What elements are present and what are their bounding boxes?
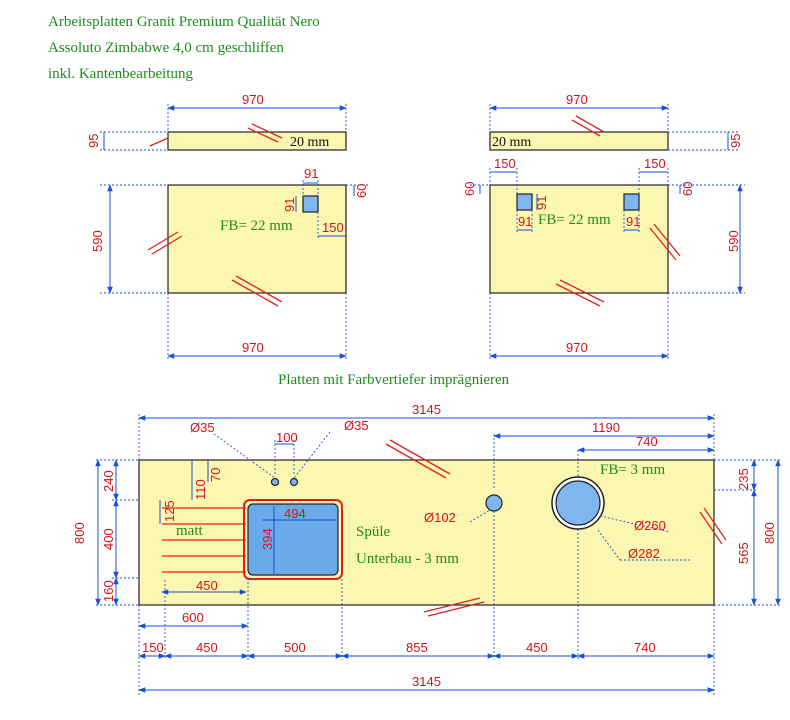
impregnation-note: Platten mit Farbvertiefer imprägnieren xyxy=(278,372,510,388)
left-thickness: 20 mm xyxy=(290,135,329,150)
header-line-2: Assoluto Zimbabwe 4,0 cm geschliffen xyxy=(48,40,284,56)
right-left-offset: 150 xyxy=(494,156,516,171)
right-hole1-width: 91 xyxy=(518,214,532,229)
right-right-offset: 150 xyxy=(644,156,666,171)
sink-label-1: Spüle xyxy=(356,524,391,540)
hole-282-dia: Ø282 xyxy=(628,546,660,561)
tap-hole-spacing: 100 xyxy=(276,430,298,445)
right-edge-view xyxy=(489,131,669,151)
groove-length: 450 xyxy=(196,578,218,593)
sink-width: 494 xyxy=(284,506,306,521)
right-part: 970 95 20 mm FB= 22 mm 150 150 60 60 91 … xyxy=(462,92,745,360)
sink-cutout xyxy=(247,503,339,576)
sink-outline xyxy=(243,499,343,580)
right-cutout-1 xyxy=(516,193,533,211)
left-cutout xyxy=(302,195,319,213)
tap-hole-right-dia: Ø35 xyxy=(344,418,369,433)
dim-800-right: 800 xyxy=(762,522,777,544)
right-hole1-height: 91 xyxy=(534,196,549,210)
dim-800-left: 800 xyxy=(72,522,87,544)
bottom-dim-4: 855 xyxy=(406,640,428,655)
hole-260-dia: Ø260 xyxy=(634,518,666,533)
sink-height: 394 xyxy=(260,528,275,550)
left-hole-right-offset: 150 xyxy=(322,220,344,235)
left-plan-height: 590 xyxy=(90,230,105,252)
dim-240: 240 xyxy=(101,470,116,492)
right-hole2-width: 91 xyxy=(626,214,640,229)
left-hole-top-offset: 60 xyxy=(354,184,369,198)
tap-hole-left xyxy=(270,477,280,487)
right-top-width: 970 xyxy=(566,92,588,107)
right-thickness: 20 mm xyxy=(492,135,531,150)
right-top-height: 95 xyxy=(728,134,743,148)
header-line-3: inkl. Kantenbearbeitung xyxy=(48,66,193,82)
dim-110: 110 xyxy=(193,479,208,500)
right-fb-label: FB= 22 mm xyxy=(538,212,611,228)
tap-hole-right xyxy=(289,477,299,487)
bottom-dim-3: 500 xyxy=(284,640,306,655)
bottom-dim-5: 450 xyxy=(526,640,548,655)
dim-400: 400 xyxy=(101,528,116,550)
dim-70: 70 xyxy=(208,468,223,482)
main-fb-label: FB= 3 mm xyxy=(600,462,665,478)
dim-125: 125 xyxy=(162,500,177,522)
right-plan-width: 970 xyxy=(566,340,588,355)
hole-102-dia: Ø102 xyxy=(424,510,456,525)
right-left-hole-top: 60 xyxy=(462,182,477,196)
tap-hole-left-dia: Ø35 xyxy=(190,420,215,435)
sink-label-2: Unterbau - 3 mm xyxy=(356,551,459,567)
right-plan-height: 590 xyxy=(726,230,741,252)
right-right-hole-top: 60 xyxy=(680,182,695,196)
left-fb-label: FB= 22 mm xyxy=(220,218,293,234)
left-part: 970 95 20 mm FB= 22 mm 91 91 60 150 590 … xyxy=(86,92,370,360)
hole-102 xyxy=(485,494,503,512)
main-worktop: 3145 Ø35 Ø35 100 1190 740 FB= 3 mm 240 4… xyxy=(72,402,782,695)
left-top-width: 970 xyxy=(242,92,264,107)
bottom-dim-2: 450 xyxy=(196,640,218,655)
dim-1190: 1190 xyxy=(592,420,620,435)
bottom-dim-1: 150 xyxy=(142,640,164,655)
dim-235: 235 xyxy=(736,468,751,490)
left-hole-width: 91 xyxy=(304,166,318,181)
bottom-dim-6: 740 xyxy=(634,640,656,655)
header-line-1: Arbeitsplatten Granit Premium Qualität N… xyxy=(48,14,320,30)
left-plan-view xyxy=(167,184,347,294)
right-cutout-2 xyxy=(623,193,640,211)
dim-740-top: 740 xyxy=(636,434,658,449)
left-top-height: 95 xyxy=(86,134,101,148)
dim-565: 565 xyxy=(736,542,751,564)
dim-160: 160 xyxy=(101,580,116,602)
left-plan-width: 970 xyxy=(242,340,264,355)
dim-600: 600 xyxy=(182,610,204,625)
bottom-total-width: 3145 xyxy=(412,674,441,689)
left-hole-height: 91 xyxy=(282,198,297,212)
matt-label: matt xyxy=(176,523,203,539)
main-plan-view xyxy=(138,459,715,606)
main-total-width: 3145 xyxy=(412,402,441,417)
round-hole-inner xyxy=(555,480,601,526)
